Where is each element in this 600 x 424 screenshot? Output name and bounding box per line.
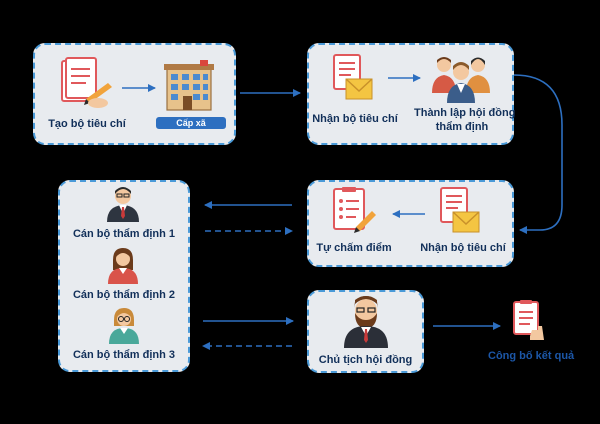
- woman-glasses-icon: [109, 308, 139, 344]
- checklist-pen-icon: [333, 187, 376, 233]
- label-receive-criteria-1: Nhận bộ tiêu chí: [312, 113, 398, 125]
- envelope-document-icon: [440, 187, 480, 233]
- woman-icon: [108, 248, 138, 284]
- arrow-curve-down: [513, 74, 563, 234]
- badge-commune-level: Cấp xã: [156, 117, 226, 129]
- label-appraiser-3: Cán bộ thẩm định 3: [72, 349, 176, 361]
- label-establish-council-line2: thẩm định: [435, 121, 489, 133]
- group-people-icon: [432, 57, 490, 103]
- label-council-chair: Chủ tịch hội đồng: [318, 354, 413, 366]
- label-establish-council-line1: Thành lập hội đồng: [414, 107, 516, 119]
- envelope-document-icon: [333, 54, 373, 100]
- label-appraiser-2: Cán bộ thẩm định 2: [72, 289, 176, 301]
- label-receive-criteria-2: Nhận bộ tiêu chí: [420, 242, 506, 254]
- results-document-icon: [513, 300, 544, 340]
- bearded-man-icon: [344, 296, 388, 348]
- label-create-criteria: Tạo bộ tiêu chí: [48, 118, 126, 130]
- label-appraiser-1: Cán bộ thẩm định 1: [72, 228, 176, 240]
- man-tie-icon: [107, 187, 139, 222]
- building-icon: [164, 60, 214, 111]
- document-pen-icon: [61, 57, 112, 108]
- label-publish-results: Công bố kết quả: [488, 350, 575, 362]
- label-self-scoring: Tự chấm điểm: [316, 242, 392, 254]
